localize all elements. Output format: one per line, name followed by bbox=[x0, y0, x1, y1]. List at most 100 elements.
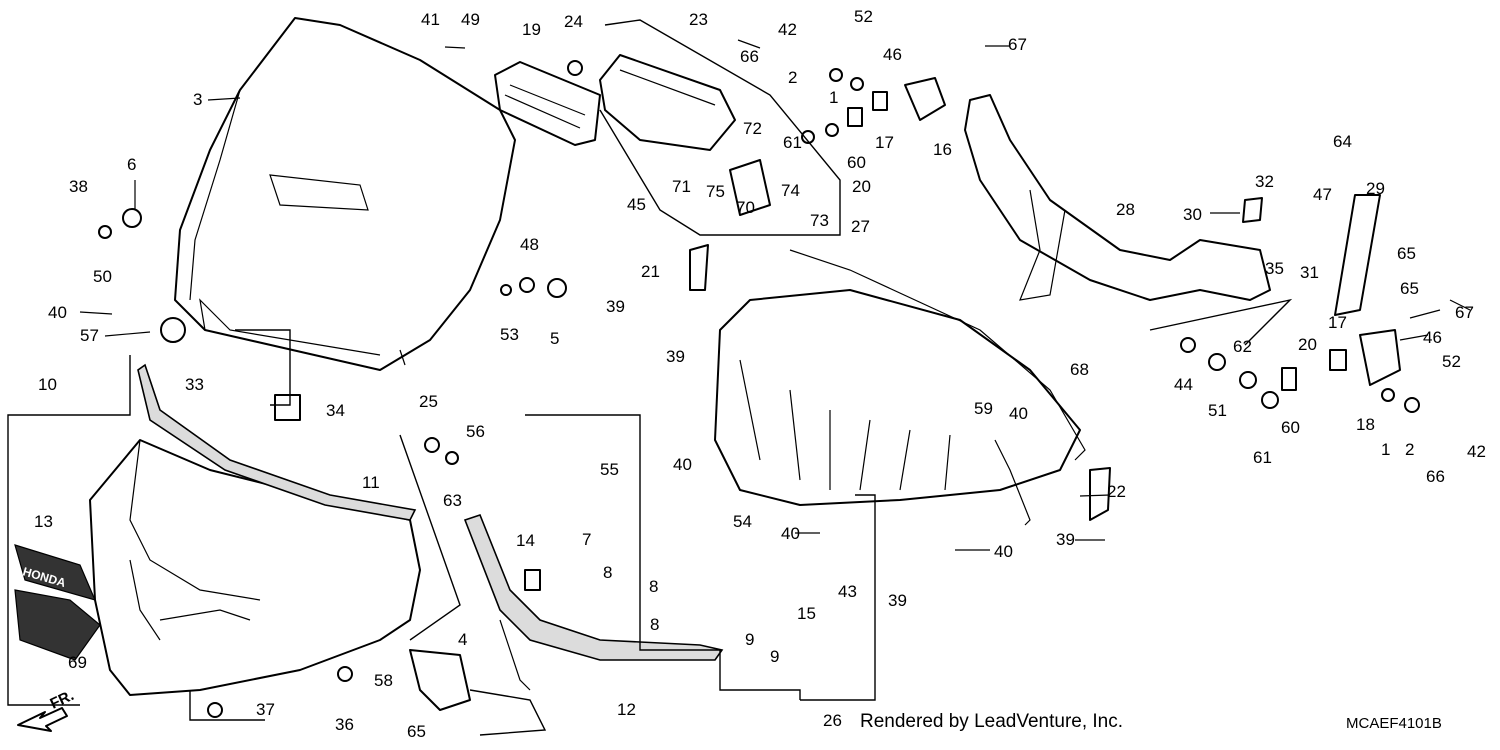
callout-64: 64 bbox=[1333, 132, 1352, 151]
callout-50: 50 bbox=[93, 267, 112, 286]
callout-38: 38 bbox=[69, 177, 88, 196]
callout-32: 32 bbox=[1255, 172, 1274, 191]
callout-40: 40 bbox=[673, 455, 692, 474]
callout-58: 58 bbox=[374, 671, 393, 690]
callout-40: 40 bbox=[1009, 404, 1028, 423]
callout-72: 72 bbox=[743, 119, 762, 138]
callout-49: 49 bbox=[461, 10, 480, 29]
callout-33: 33 bbox=[185, 375, 204, 394]
inner-cover-drawing bbox=[463, 514, 724, 691]
callout-2: 2 bbox=[788, 68, 797, 87]
callout-61: 61 bbox=[1253, 448, 1272, 467]
callout-42: 42 bbox=[778, 20, 797, 39]
callout-71: 71 bbox=[672, 177, 691, 196]
callout-45: 45 bbox=[627, 195, 646, 214]
callout-60: 60 bbox=[847, 153, 866, 172]
group-brackets bbox=[7, 19, 1293, 736]
callout-48: 48 bbox=[520, 235, 539, 254]
front-direction-label: FR. bbox=[48, 687, 77, 713]
callout-24: 24 bbox=[564, 12, 583, 31]
callout-9: 9 bbox=[770, 647, 779, 666]
callout-53: 53 bbox=[500, 325, 519, 344]
callout-66: 66 bbox=[740, 47, 759, 66]
callout-43: 43 bbox=[838, 582, 857, 601]
callout-65: 65 bbox=[407, 722, 426, 741]
callout-40: 40 bbox=[994, 542, 1013, 561]
callout-14: 14 bbox=[516, 531, 535, 550]
callout-73: 73 bbox=[810, 211, 829, 230]
callout-40: 40 bbox=[781, 524, 800, 543]
callout-15: 15 bbox=[797, 604, 816, 623]
callout-27: 27 bbox=[851, 217, 870, 236]
callout-10: 10 bbox=[38, 375, 57, 394]
callout-55: 55 bbox=[600, 460, 619, 479]
bracket-29-drawing bbox=[1334, 194, 1381, 316]
duct-drawing bbox=[494, 54, 736, 151]
callout-18: 18 bbox=[1356, 415, 1375, 434]
callout-70: 70 bbox=[736, 198, 755, 217]
callout-65: 65 bbox=[1400, 279, 1419, 298]
callout-19: 19 bbox=[522, 20, 541, 39]
callout-21: 21 bbox=[641, 262, 660, 281]
callout-17: 17 bbox=[875, 133, 894, 152]
callout-59: 59 bbox=[974, 399, 993, 418]
callout-74: 74 bbox=[781, 181, 800, 200]
callout-65: 65 bbox=[1397, 244, 1416, 263]
callout-62: 62 bbox=[1233, 337, 1252, 356]
callout-20: 20 bbox=[852, 177, 871, 196]
callout-1: 1 bbox=[1381, 440, 1390, 459]
callout-22: 22 bbox=[1107, 482, 1126, 501]
callout-56: 56 bbox=[466, 422, 485, 441]
callout-7: 7 bbox=[582, 530, 591, 549]
callout-47: 47 bbox=[1313, 185, 1332, 204]
callout-37: 37 bbox=[256, 700, 275, 719]
callout-67: 67 bbox=[1008, 35, 1027, 54]
callout-69: 69 bbox=[68, 653, 87, 672]
callout-51: 51 bbox=[1208, 401, 1227, 420]
callout-13: 13 bbox=[34, 512, 53, 531]
callout-1: 1 bbox=[829, 88, 838, 107]
callout-8: 8 bbox=[603, 563, 612, 582]
callout-54: 54 bbox=[733, 512, 752, 531]
callout-46: 46 bbox=[1423, 328, 1442, 347]
callout-39: 39 bbox=[888, 591, 907, 610]
callout-labels: 1122345678889910111213141516171718192020… bbox=[34, 7, 1486, 741]
callout-2: 2 bbox=[1405, 440, 1414, 459]
callout-44: 44 bbox=[1174, 375, 1193, 394]
callout-52: 52 bbox=[1442, 352, 1461, 371]
callout-63: 63 bbox=[443, 491, 462, 510]
callout-17: 17 bbox=[1328, 313, 1347, 332]
callout-4: 4 bbox=[458, 630, 467, 649]
callout-46: 46 bbox=[883, 45, 902, 64]
callout-23: 23 bbox=[689, 10, 708, 29]
small-parts-drawing bbox=[98, 60, 1420, 718]
callout-8: 8 bbox=[649, 577, 658, 596]
callout-39: 39 bbox=[666, 347, 685, 366]
callout-8: 8 bbox=[650, 615, 659, 634]
callout-29: 29 bbox=[1366, 179, 1385, 198]
callout-31: 31 bbox=[1300, 263, 1319, 282]
callout-41: 41 bbox=[421, 10, 440, 29]
meter-panel-drawing bbox=[714, 249, 1086, 526]
diagram-code: MCAEF4101B bbox=[1346, 715, 1442, 732]
callout-11: 11 bbox=[362, 473, 380, 492]
callout-61: 61 bbox=[783, 133, 802, 152]
callout-5: 5 bbox=[550, 329, 559, 348]
callout-39: 39 bbox=[1056, 530, 1075, 549]
callout-26: 26 bbox=[823, 711, 842, 730]
callout-67: 67 bbox=[1455, 303, 1474, 322]
callout-9: 9 bbox=[745, 630, 754, 649]
callout-68: 68 bbox=[1070, 360, 1089, 379]
front-cowl-drawing bbox=[89, 363, 421, 696]
callout-34: 34 bbox=[326, 401, 345, 420]
callout-42: 42 bbox=[1467, 442, 1486, 461]
callout-28: 28 bbox=[1116, 200, 1135, 219]
callout-16: 16 bbox=[933, 140, 952, 159]
callout-66: 66 bbox=[1426, 467, 1445, 486]
decal-drawing: HONDA bbox=[14, 544, 101, 661]
front-arrow-icon: FR. bbox=[17, 687, 77, 732]
stay-drawing bbox=[964, 94, 1271, 301]
callout-3: 3 bbox=[193, 90, 202, 109]
callout-35: 35 bbox=[1265, 259, 1284, 278]
